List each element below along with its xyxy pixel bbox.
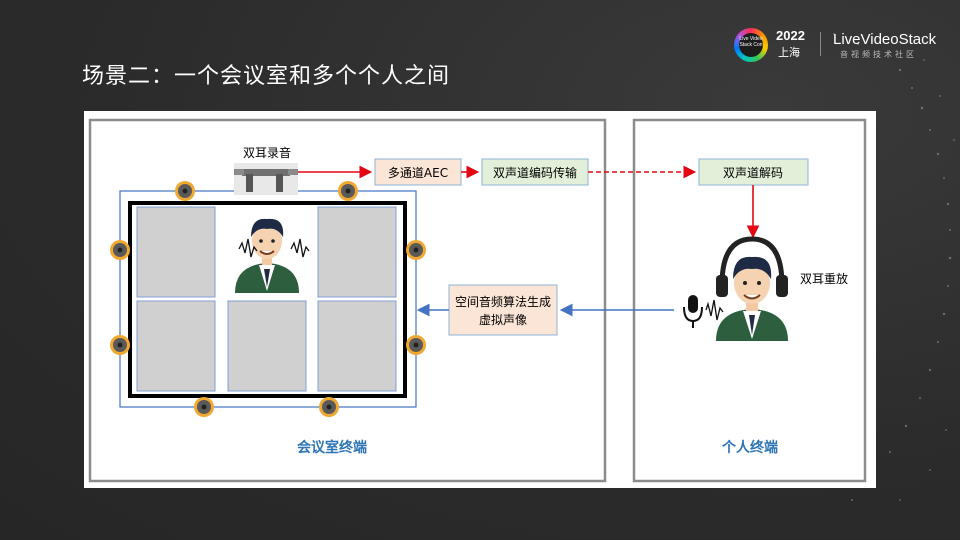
diagram-canvas: 双耳录音 多通道AEC 双声道编码传输 双声道解码 空间音频算法生成 虚拟声像 — [84, 111, 876, 488]
page-title: 场景二：一个会议室和多个个人之间 — [82, 64, 451, 89]
remote-participant-avatar — [235, 218, 310, 293]
microphone-icon — [683, 295, 703, 328]
stereo-decode-box — [698, 158, 809, 186]
speaker-icon — [110, 240, 130, 260]
spatial-audio-box — [448, 284, 558, 336]
speaker-icon — [319, 397, 339, 417]
logo-brand: LiveVideoStack — [833, 31, 937, 48]
logo-subtitle: 音视频技术社区 — [840, 50, 917, 59]
stereo-decode-label: 双声道解码 — [723, 166, 783, 180]
binaural-playback-label: 双耳重放 — [800, 271, 848, 286]
binaural-recording-label: 双耳录音 — [243, 145, 291, 160]
speaker-icon — [338, 181, 358, 201]
personal-user-avatar — [716, 236, 788, 341]
video-tile — [136, 300, 216, 392]
personal-terminal-label: 个人终端 — [721, 439, 778, 456]
conference-logo: Live Video Stack Con 2022 上海 LiveVideoSt… — [734, 26, 944, 62]
video-tile — [317, 206, 397, 298]
spatial-audio-label-line2: 虚拟声像 — [479, 313, 527, 327]
stereo-encode-label: 双声道编码传输 — [493, 165, 577, 180]
logo-city: 上海 — [778, 46, 800, 59]
video-tile — [227, 300, 307, 392]
multichannel-aec-box — [374, 158, 462, 186]
diagram-svg: 双耳录音 多通道AEC 双声道编码传输 双声道解码 空间音频算法生成 虚拟声像 — [88, 118, 867, 483]
logo-year: 2022 — [776, 28, 805, 43]
binaural-microphone-icon — [234, 163, 298, 195]
logo-separator — [820, 32, 821, 56]
video-tile — [136, 206, 216, 298]
personal-terminal-frame — [632, 118, 867, 483]
logo-badge-text: Live Video Stack Con — [739, 33, 763, 57]
logo-badge-icon: Live Video Stack Con — [734, 28, 768, 62]
meeting-room-terminal-frame — [88, 118, 607, 483]
spatial-audio-label-line1: 空间音频算法生成 — [455, 294, 551, 309]
meeting-room-terminal-label: 会议室终端 — [297, 439, 367, 456]
speaker-icon — [406, 335, 426, 355]
speaker-icon — [194, 397, 214, 417]
speaker-icon — [175, 181, 195, 201]
voice-waveform-icon — [705, 299, 724, 321]
speaker-icon — [406, 240, 426, 260]
multichannel-aec-label: 多通道AEC — [388, 166, 448, 180]
speaker-icon — [110, 335, 130, 355]
video-tile — [317, 300, 397, 392]
headphones-icon — [719, 236, 785, 286]
